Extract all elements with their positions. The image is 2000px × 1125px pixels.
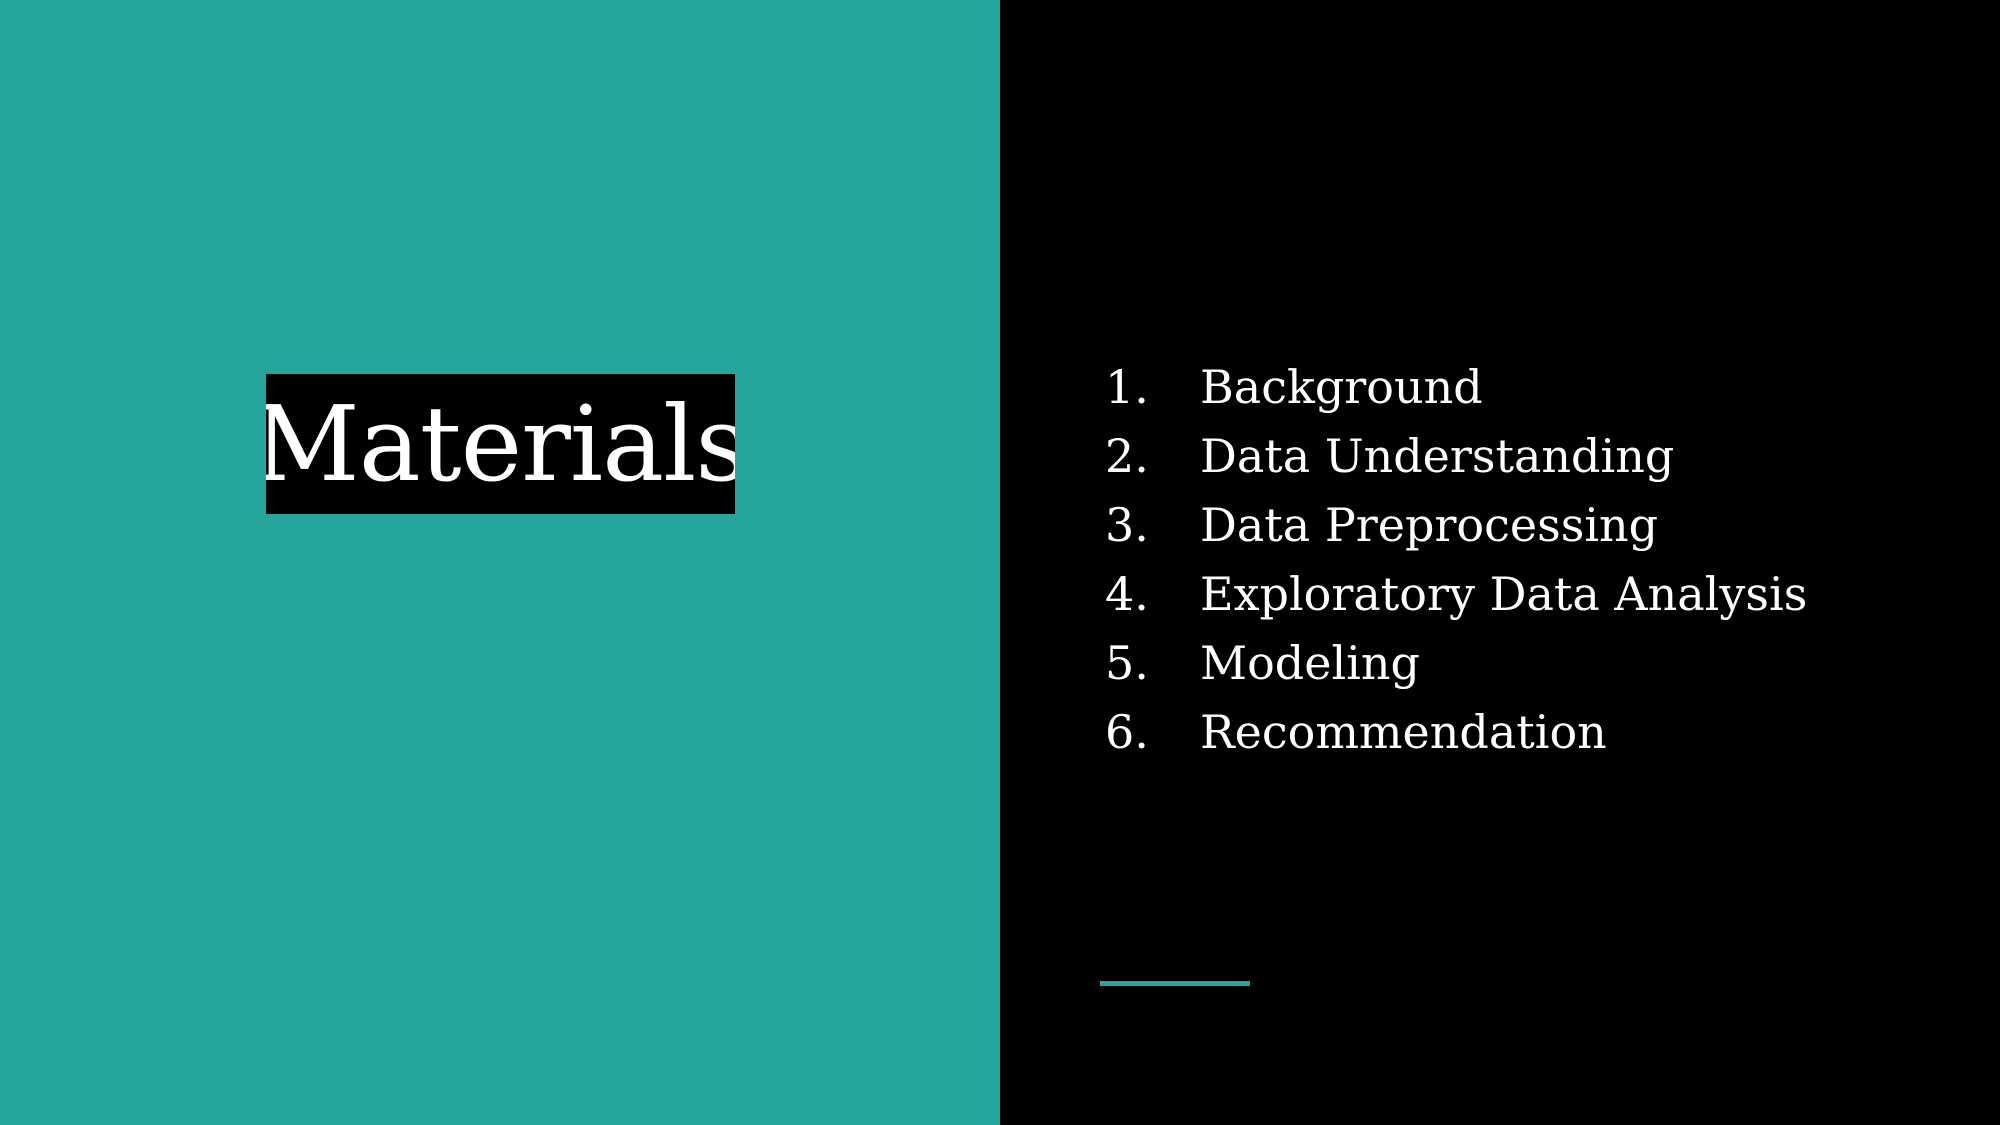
left-panel: Materials	[0, 0, 1000, 1125]
agenda-item-label: Modeling	[1200, 636, 1420, 690]
title-box: Materials	[266, 374, 735, 514]
agenda-item-number: 6.	[1105, 705, 1149, 759]
slide-title: Materials	[266, 383, 735, 505]
agenda-item-number: 3.	[1105, 498, 1149, 552]
agenda-item-number: 1.	[1105, 360, 1149, 414]
agenda-item-number: 5.	[1105, 636, 1149, 690]
agenda-item: 2. Data Understanding	[1105, 429, 1807, 498]
agenda-item-label: Background	[1200, 360, 1483, 414]
agenda-list: 1. Background 2. Data Understanding 3. D…	[1105, 360, 1807, 774]
agenda-item-label: Data Understanding	[1200, 429, 1675, 483]
agenda-item-number: 2.	[1105, 429, 1149, 483]
agenda-item: 5. Modeling	[1105, 636, 1807, 705]
agenda-item-label: Recommendation	[1200, 705, 1607, 759]
accent-divider-line	[1100, 981, 1250, 986]
agenda-item-label: Data Preprocessing	[1200, 498, 1659, 552]
agenda-item-label: Exploratory Data Analysis	[1200, 567, 1808, 621]
agenda-item: 4. Exploratory Data Analysis	[1105, 567, 1807, 636]
right-panel	[1000, 0, 2000, 1125]
agenda-item: 3. Data Preprocessing	[1105, 498, 1807, 567]
agenda-item: 6. Recommendation	[1105, 705, 1807, 774]
agenda-item: 1. Background	[1105, 360, 1807, 429]
agenda-item-number: 4.	[1105, 567, 1149, 621]
